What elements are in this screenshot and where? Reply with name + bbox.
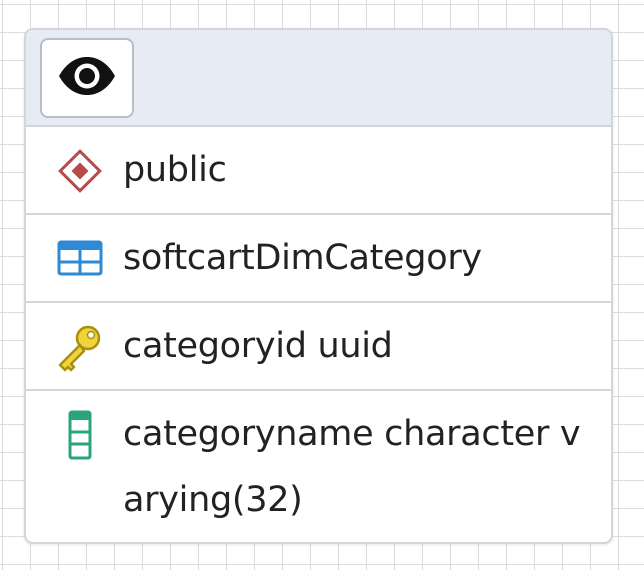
schema-name: public xyxy=(123,150,227,190)
key-icon xyxy=(54,321,106,373)
schema-diamond-icon xyxy=(54,145,106,197)
table-row[interactable]: softcartDimCategory xyxy=(26,215,611,303)
schema-row[interactable]: public xyxy=(26,127,611,215)
erd-table-node[interactable]: public softcartDimCategory xyxy=(24,28,613,544)
eye-icon xyxy=(57,56,117,101)
column-name: categoryname character varying(32) xyxy=(123,414,581,520)
column-row[interactable]: categoryname character varying(32) xyxy=(26,391,611,542)
primary-key-row[interactable]: categoryid uuid xyxy=(26,303,611,391)
table-node-header xyxy=(26,30,611,127)
column-icon xyxy=(54,409,106,461)
table-name: softcartDimCategory xyxy=(123,238,482,278)
toggle-details-button[interactable] xyxy=(40,38,134,118)
table-grid-icon xyxy=(54,233,106,285)
primary-key-column-name: categoryid uuid xyxy=(123,326,393,366)
